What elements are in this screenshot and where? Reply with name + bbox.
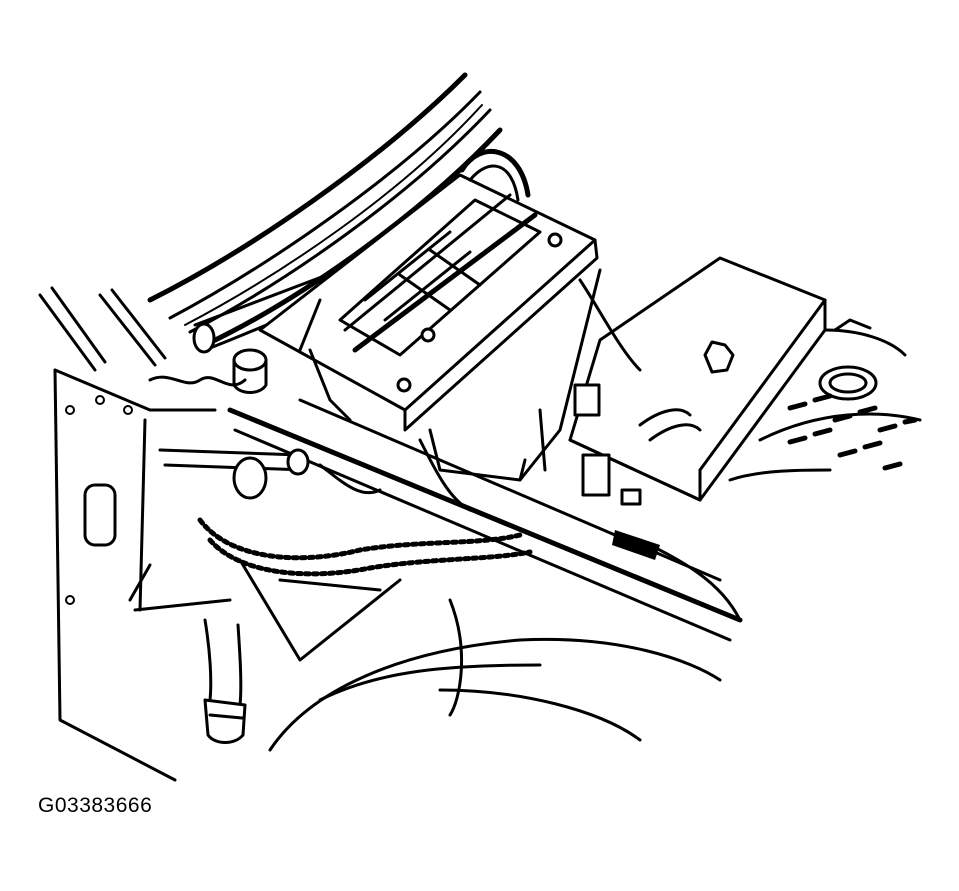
- fuse-block: [568, 256, 827, 502]
- wiring-harness: [158, 438, 533, 577]
- radiator-support: [38, 286, 247, 782]
- wheel-well-arcs: [268, 538, 742, 752]
- terminal-connectors: [538, 278, 660, 560]
- lower-hose: [203, 618, 247, 744]
- lower-tray: [128, 558, 402, 662]
- figure-code-label: G03383666: [38, 794, 153, 817]
- right-fender: [728, 318, 922, 482]
- battery: [258, 148, 602, 482]
- reservoir-cap: [232, 348, 268, 394]
